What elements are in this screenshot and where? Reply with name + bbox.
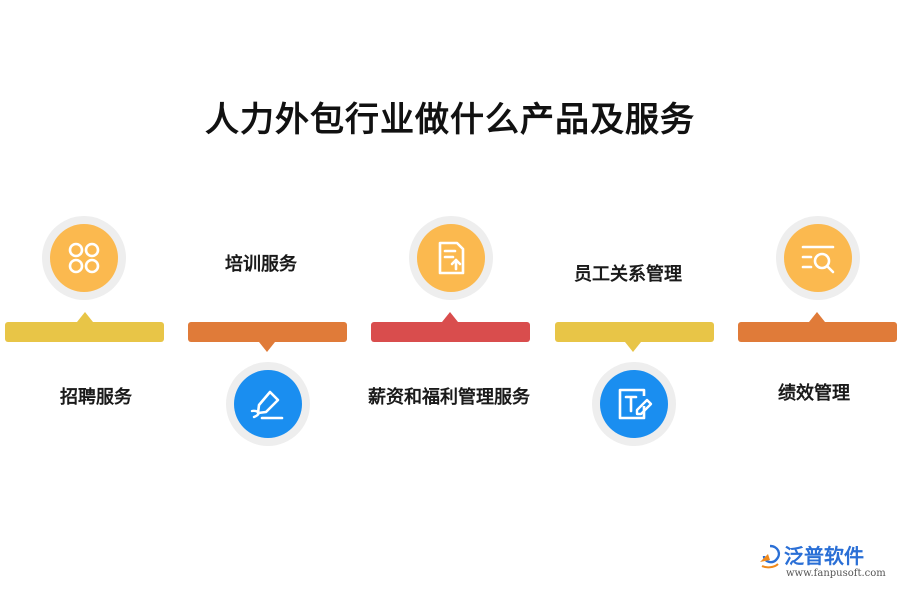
- bar-notch-4: [625, 342, 641, 352]
- brand-logo: 泛普软件 www.fanpusoft.com: [756, 540, 886, 586]
- logo-name: 泛普软件: [784, 544, 864, 568]
- item-3-label: 薪资和福利管理服务: [368, 387, 530, 408]
- grid-icon: [68, 242, 100, 274]
- item-5-label: 绩效管理: [778, 383, 850, 404]
- text-edit-icon: [618, 388, 653, 420]
- bar-notch-1: [77, 312, 93, 322]
- bar-notch-2: [259, 342, 275, 352]
- search-list-icon: [801, 245, 835, 274]
- item-1-icon-badge: [42, 216, 126, 300]
- item-4-label: 员工关系管理: [574, 264, 682, 285]
- fanpu-logo-icon: [760, 544, 781, 569]
- item-3-icon-badge: [409, 216, 493, 300]
- item-2-label: 培训服务: [225, 254, 297, 275]
- logo-url: www.fanpusoft.com: [786, 568, 886, 579]
- page-title: 人力外包行业做什么产品及服务: [205, 100, 695, 140]
- timeline-bar-3: [371, 322, 530, 342]
- item-1-label: 招聘服务: [60, 387, 132, 408]
- timeline-bar-5: [738, 322, 897, 342]
- timeline-bar-1: [5, 322, 164, 342]
- document-upload-icon: [438, 241, 465, 275]
- item-4-icon-badge: [592, 362, 676, 446]
- bar-notch-5: [809, 312, 825, 322]
- item-5-icon-badge: [776, 216, 860, 300]
- timeline-bar-2: [188, 322, 347, 342]
- timeline-bar-4: [555, 322, 714, 342]
- pen-icon: [250, 390, 284, 420]
- item-2-icon-badge: [226, 362, 310, 446]
- bar-notch-3: [442, 312, 458, 322]
